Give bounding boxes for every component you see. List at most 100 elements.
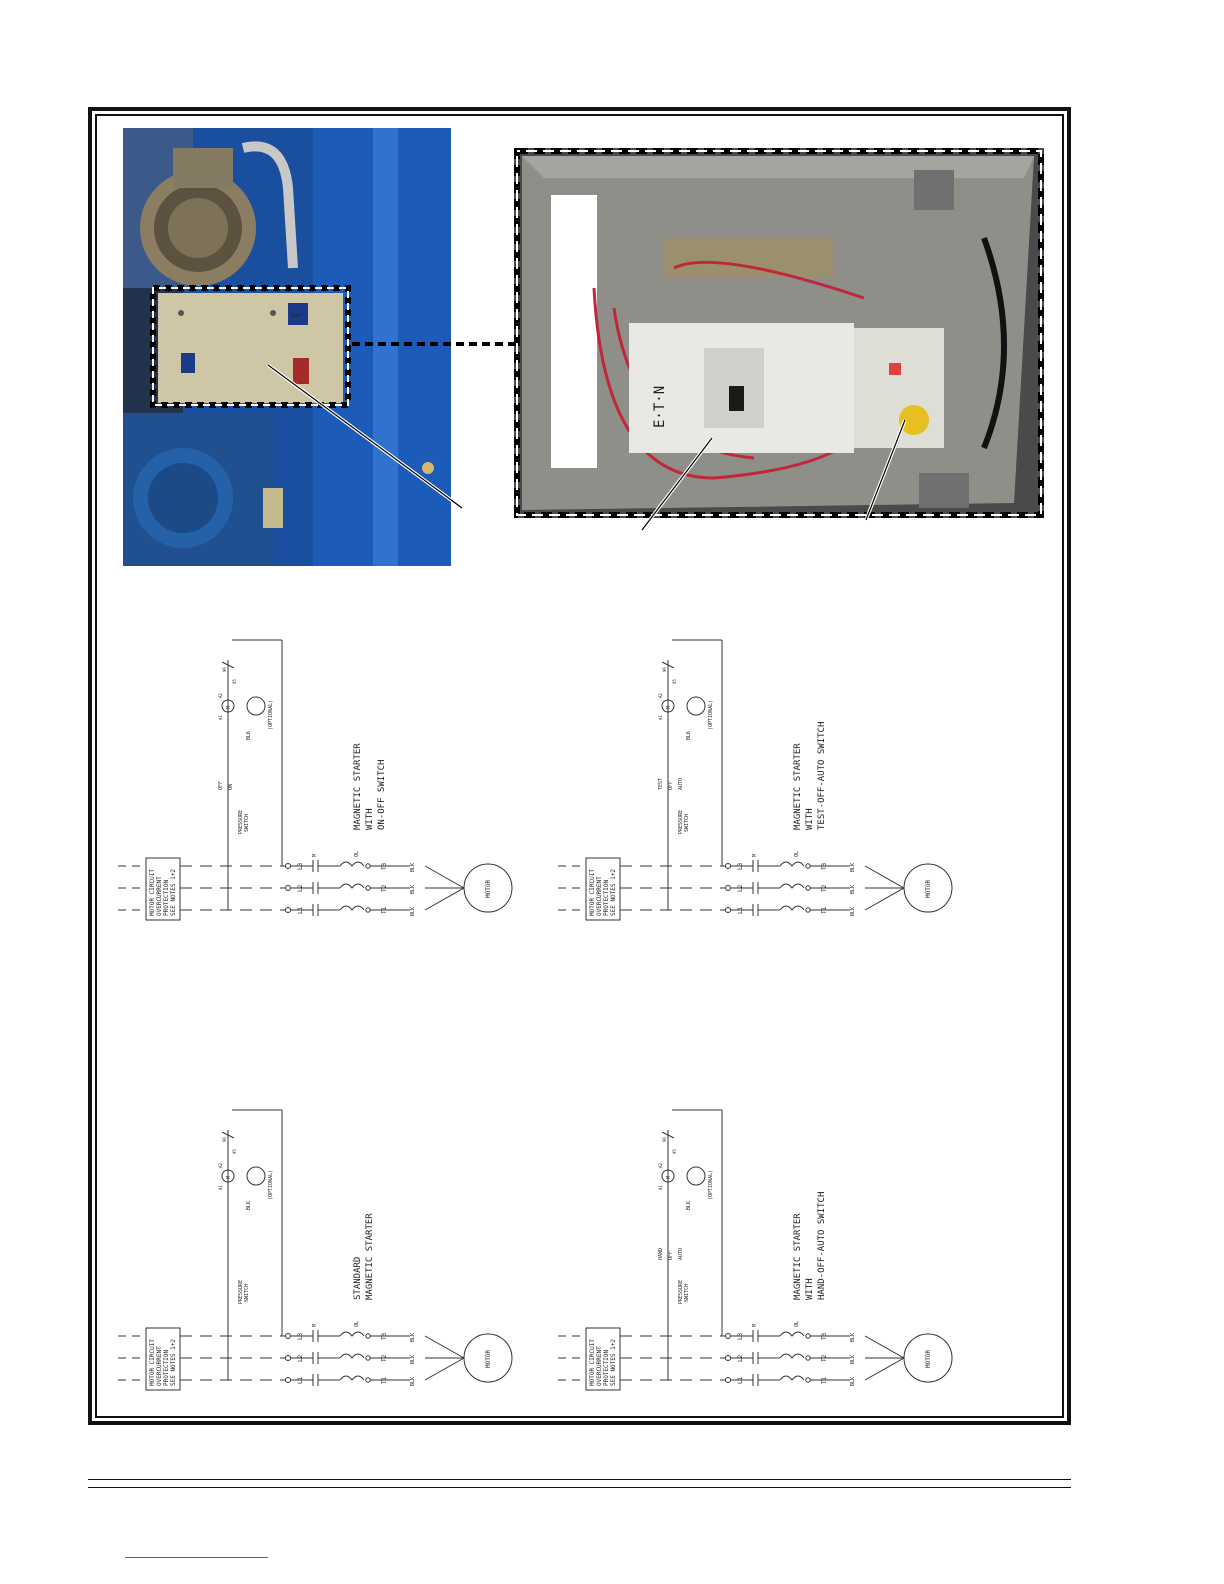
overload-heater <box>779 861 805 867</box>
switch-label: AUTO <box>678 1248 684 1260</box>
eaton-logo: E·T·N <box>652 386 668 428</box>
motor-lead <box>424 887 465 911</box>
diagram-title: HAND-OFF-AUTO SWITCH <box>817 1192 827 1300</box>
optional-label: (OPTIONAL) <box>268 1170 274 1200</box>
motor-lead <box>864 1357 905 1381</box>
wire-label: BLK <box>246 731 252 740</box>
optional-lamp <box>686 1166 706 1186</box>
terminal-dot <box>285 1355 291 1361</box>
terminal-dot <box>285 907 291 913</box>
page-frame-outer <box>88 107 1071 1425</box>
coil-label: M <box>226 1176 232 1179</box>
protection-text: MOTOR CIRCUIT <box>589 869 596 916</box>
footer-rule-top <box>88 1479 1071 1480</box>
overload-label: OL <box>354 851 360 857</box>
motor-label: MOTOR <box>485 880 492 898</box>
protection-text: OVERCURRENT <box>596 876 603 916</box>
overload-heater <box>339 1353 365 1359</box>
coil-label: M <box>666 706 672 709</box>
wire-label: BLK <box>246 1201 252 1210</box>
terminal-dot <box>365 1377 371 1383</box>
diagram-title: WITH <box>805 1278 815 1300</box>
pressure-switch-label: SWITCH <box>684 1284 690 1302</box>
terminal-number: 96 <box>222 1137 227 1142</box>
optional-lamp <box>686 696 706 716</box>
diagram-title: ON-OFF SWITCH <box>377 760 387 830</box>
terminal-dot <box>725 1377 731 1383</box>
terminal-number: A2 <box>658 1163 663 1168</box>
ol-contact <box>221 1131 235 1139</box>
switch-label: OFF <box>218 781 224 790</box>
overload-heater <box>339 883 365 889</box>
footer-link-underline[interactable] <box>125 1557 268 1558</box>
wire-label: BLK <box>410 907 416 916</box>
terminal-dot <box>285 1333 291 1339</box>
motor-label: MOTOR <box>925 880 932 898</box>
terminal-dot <box>365 1333 371 1339</box>
ol-contact <box>221 661 235 669</box>
terminal-dot <box>805 863 811 869</box>
wire-label: BLK <box>850 885 856 894</box>
coil-label: M <box>226 706 232 709</box>
protection-text: MOTOR CIRCUIT <box>149 869 156 916</box>
overload-heater <box>339 905 365 911</box>
coil-symbol <box>661 699 675 713</box>
protection-text: PROTECTION <box>603 1349 610 1386</box>
protection-box <box>145 857 181 921</box>
motor-lead <box>864 887 905 911</box>
terminal-dot <box>725 885 731 891</box>
terminal-number: A1 <box>218 1185 223 1190</box>
terminal-dot <box>285 885 291 891</box>
wire-label: BLK <box>850 907 856 916</box>
terminal-dot <box>285 863 291 869</box>
motor-lead <box>864 865 905 889</box>
motor-symbol <box>463 863 513 913</box>
wire-label: BLK <box>410 1377 416 1386</box>
wire-label: BLK <box>410 1333 416 1342</box>
terminal-dot <box>805 1333 811 1339</box>
protection-text: SEE NOTES 1+2 <box>170 869 177 916</box>
motor-lead <box>424 1335 465 1359</box>
overload-heater <box>339 1331 365 1337</box>
protection-text: SEE NOTES 1+2 <box>610 869 617 916</box>
pressure-switch-label: SWITCH <box>684 814 690 832</box>
protection-box <box>145 1327 181 1391</box>
terminal-dot <box>285 1377 291 1383</box>
terminal-dot <box>365 1355 371 1361</box>
motor-label: MOTOR <box>925 1350 932 1368</box>
switch-label: HAND <box>658 1248 664 1260</box>
overload-label: OL <box>354 1321 360 1327</box>
wire-label: BLK <box>850 863 856 872</box>
protection-text: PROTECTION <box>163 879 170 916</box>
terminal-number: A2 <box>218 693 223 698</box>
diagram-title: WITH <box>365 808 375 830</box>
coil-symbol <box>221 1169 235 1183</box>
protection-text: OVERCURRENT <box>156 1346 163 1386</box>
wire-label: BLK <box>850 1355 856 1364</box>
switch-label: AUTO <box>678 778 684 790</box>
protection-text: OVERCURRENT <box>156 876 163 916</box>
motor-label: MOTOR <box>485 1350 492 1368</box>
compressor-photo: RESET <box>123 128 451 566</box>
ol-contact <box>661 1131 675 1139</box>
protection-text: SEE NOTES 1+2 <box>170 1339 177 1386</box>
optional-label: (OPTIONAL) <box>268 700 274 730</box>
overload-heater <box>779 1331 805 1337</box>
diagram-title: MAGNETIC STARTER <box>793 1213 803 1300</box>
diagram-title: MAGNETIC STARTER <box>365 1213 375 1300</box>
optional-label: (OPTIONAL) <box>708 700 714 730</box>
protection-text: PROTECTION <box>163 1349 170 1386</box>
protection-box <box>585 857 621 921</box>
motor-lead <box>864 1335 905 1359</box>
diagram-title: MAGNETIC STARTER <box>793 743 803 830</box>
coil-symbol <box>661 1169 675 1183</box>
wire-label: BLK <box>410 885 416 894</box>
wire-label: BLK <box>410 1355 416 1364</box>
protection-text: SEE NOTES 1+2 <box>610 1339 617 1386</box>
diagram-title: STANDARD <box>353 1257 363 1300</box>
optional-lamp <box>246 1166 266 1186</box>
